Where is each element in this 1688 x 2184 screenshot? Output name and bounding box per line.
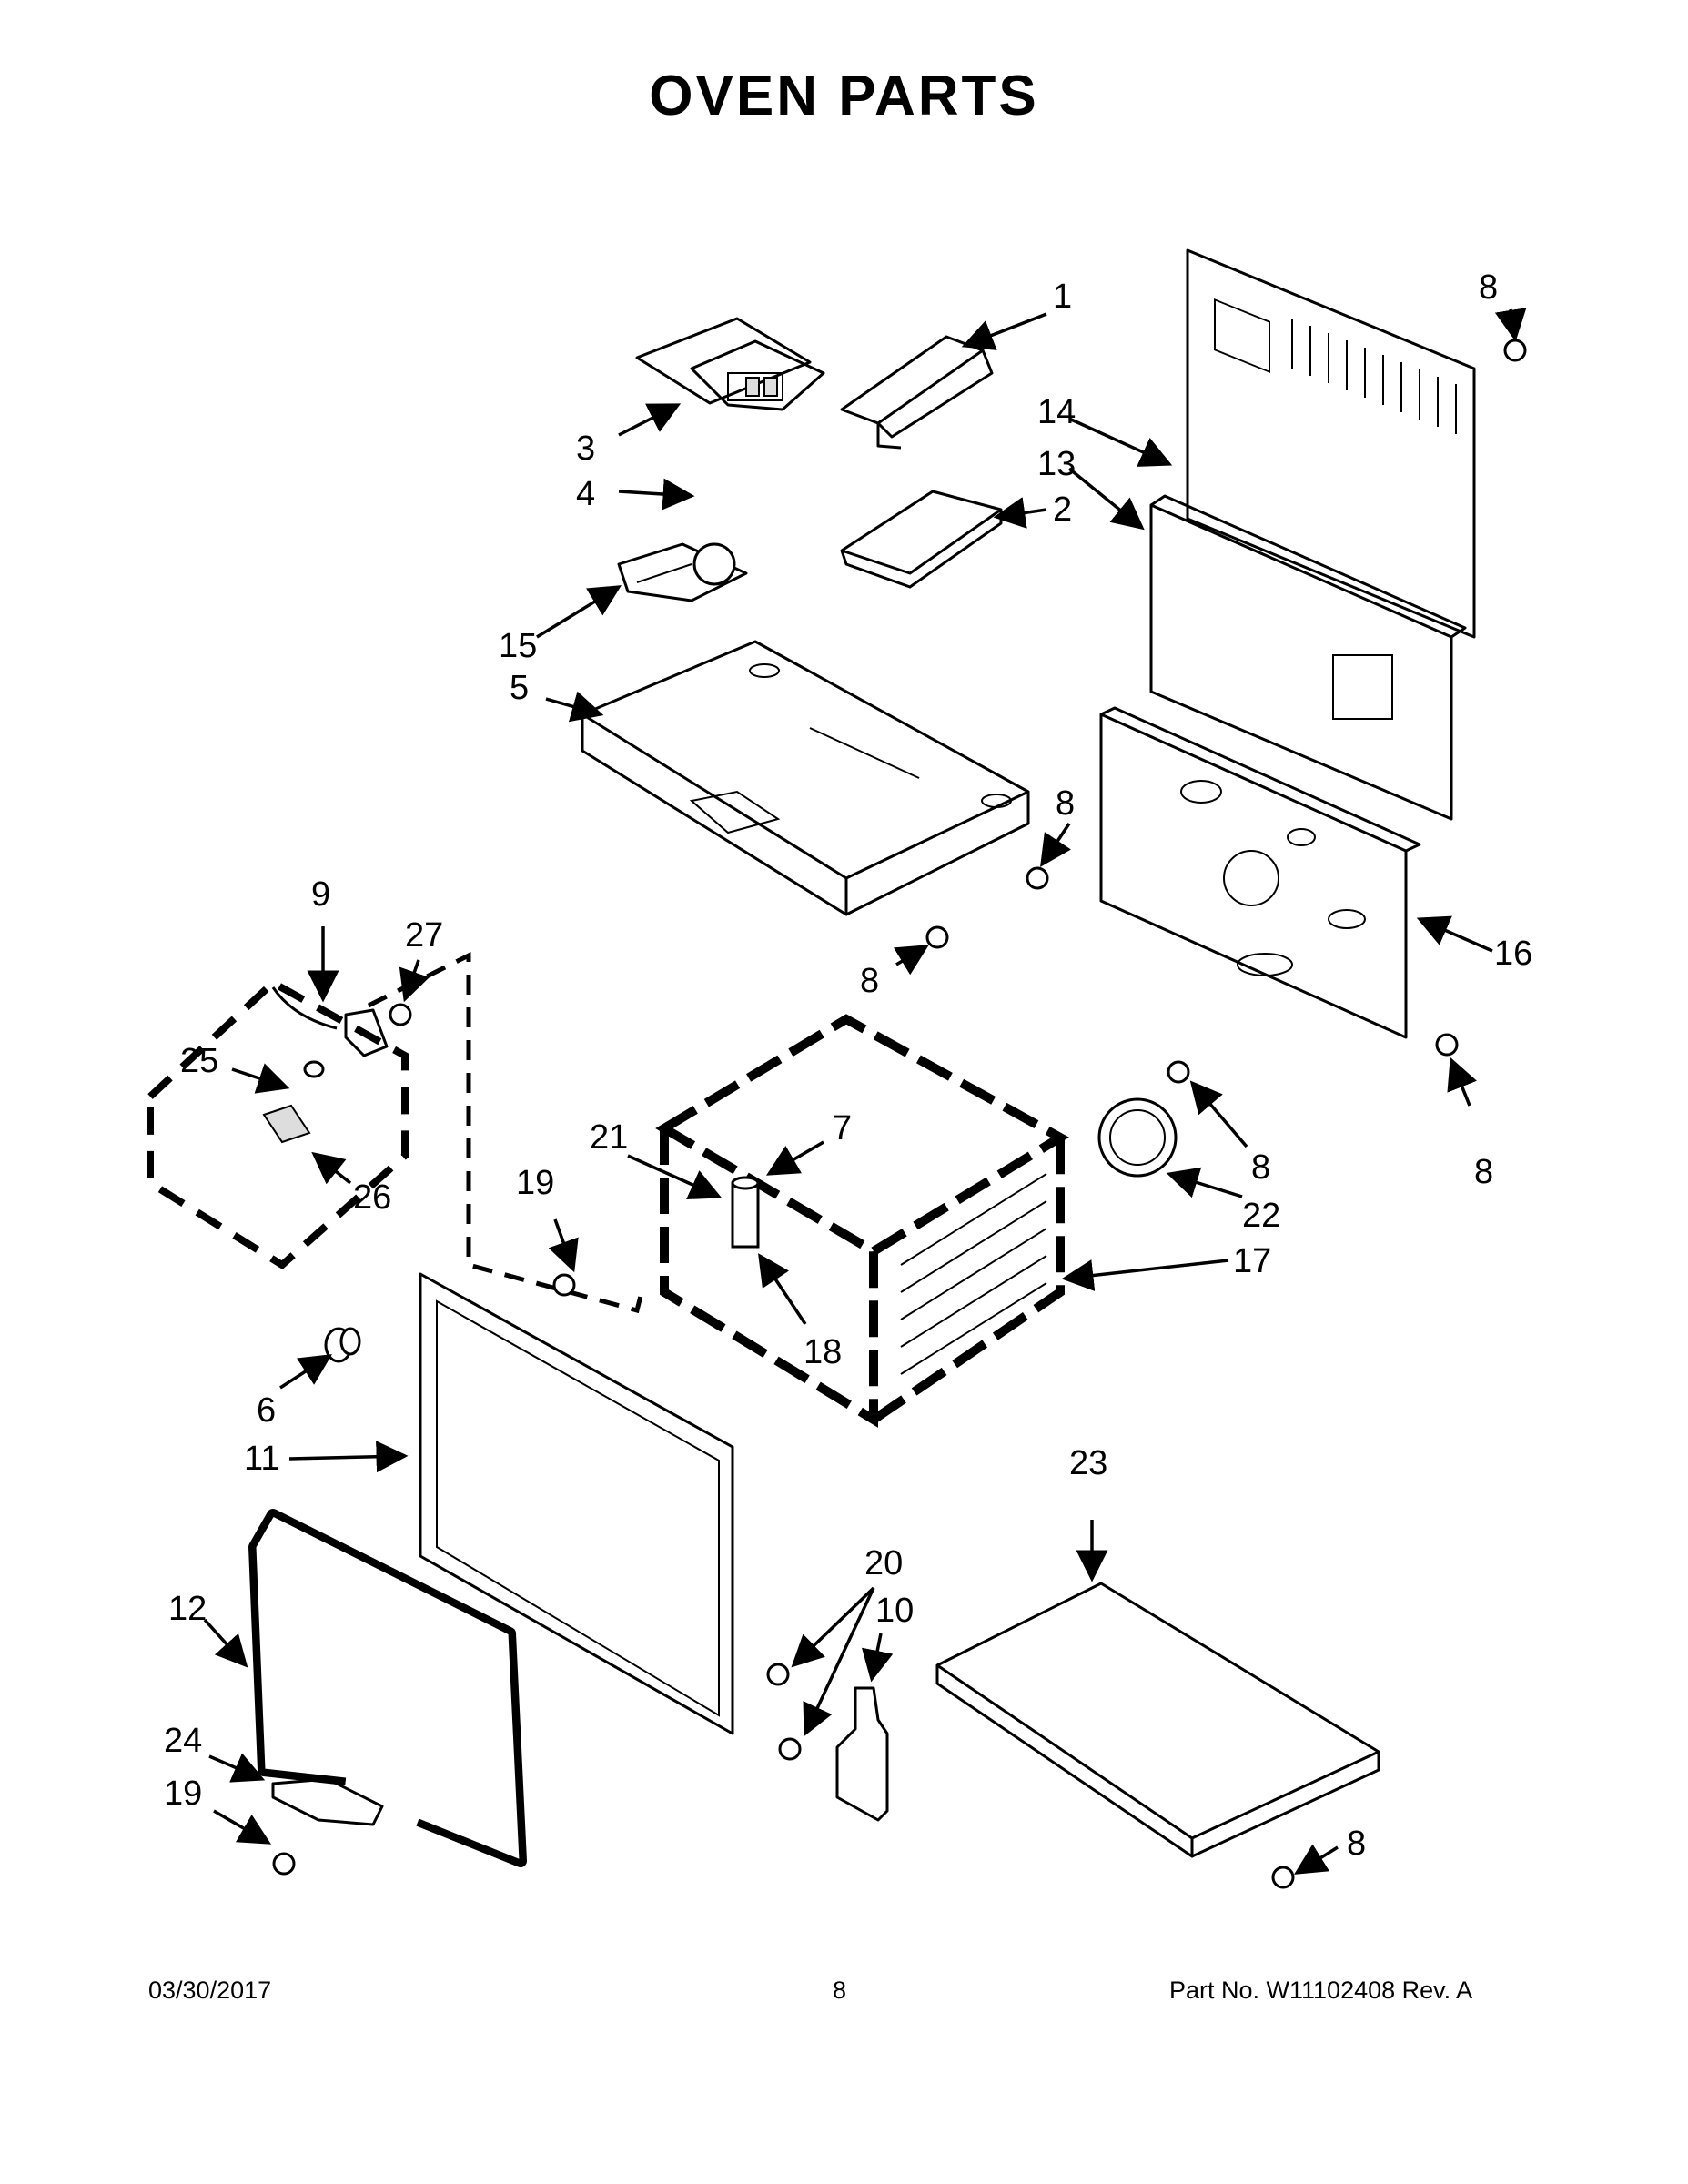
callout-8e: 8 <box>1474 1153 1493 1191</box>
callout-8b: 8 <box>1056 784 1075 823</box>
part-6-knob <box>324 1327 361 1363</box>
part-15-motor-bracket <box>617 542 748 602</box>
callout-8f: 8 <box>1347 1825 1366 1863</box>
part-1-duct <box>840 335 994 450</box>
callout-20: 20 <box>864 1544 903 1582</box>
part-23-rack <box>935 1582 1380 1858</box>
callout-15: 15 <box>499 627 537 665</box>
callout-6: 6 <box>257 1391 276 1430</box>
callout-7: 7 <box>833 1109 852 1148</box>
callout-labels: 1 2 3 4 5 6 7 8 8 8 8 8 8 8 9 10 11 12 1… <box>164 268 1532 1863</box>
leader-lines <box>203 308 1527 1875</box>
callout-24: 24 <box>164 1722 202 1760</box>
callout-26: 26 <box>353 1178 391 1217</box>
part-4-control-board <box>690 339 825 411</box>
callout-17: 17 <box>1233 1242 1271 1280</box>
callout-13: 13 <box>1037 445 1076 483</box>
callout-3: 3 <box>576 430 595 468</box>
footer-page-number: 8 <box>833 1977 847 2004</box>
part-11-door-frame <box>419 1272 734 1735</box>
callout-25: 25 <box>180 1042 218 1080</box>
callout-23: 23 <box>1069 1444 1107 1482</box>
part-9-light-assembly <box>147 978 409 1269</box>
screw-icons <box>272 339 1527 1889</box>
callout-12: 12 <box>168 1590 207 1628</box>
callout-21: 21 <box>590 1118 628 1157</box>
part-10-hinge-bracket <box>835 1686 889 1822</box>
callout-14: 14 <box>1037 393 1076 431</box>
callout-5: 5 <box>510 669 529 707</box>
callout-18: 18 <box>804 1333 842 1371</box>
callout-22: 22 <box>1242 1197 1280 1235</box>
part-24-bracket <box>271 1777 384 1826</box>
callout-2: 2 <box>1053 490 1072 529</box>
callout-8d: 8 <box>1251 1148 1270 1187</box>
page-title: OVEN PARTS <box>649 65 1039 127</box>
part-17-oven-cavity <box>655 1014 1069 1428</box>
callout-19a: 19 <box>516 1164 554 1202</box>
callout-19b: 19 <box>164 1774 202 1813</box>
part-3-cover <box>635 317 812 405</box>
callout-9: 9 <box>311 875 330 914</box>
callout-8a: 8 <box>1479 268 1498 307</box>
part-13-back-panel <box>1149 494 1467 821</box>
callout-27: 27 <box>405 916 443 955</box>
callout-16: 16 <box>1494 935 1532 973</box>
callout-4: 4 <box>576 475 595 513</box>
callout-11: 11 <box>244 1440 279 1478</box>
footer-date: 03/30/2017 <box>148 1977 272 2004</box>
part-5-top-panel <box>581 640 1030 916</box>
footer-part-number: Part No. W11102408 Rev. A <box>1169 1977 1473 2004</box>
callout-8c: 8 <box>860 962 879 1000</box>
part-2-tray <box>840 490 1003 589</box>
callout-10: 10 <box>875 1592 914 1630</box>
part-16-inner-back-panel <box>1099 706 1421 1039</box>
part-22-gasket <box>1097 1097 1178 1178</box>
part-14-rear-panel <box>1186 248 1476 639</box>
callout-1: 1 <box>1053 278 1072 316</box>
